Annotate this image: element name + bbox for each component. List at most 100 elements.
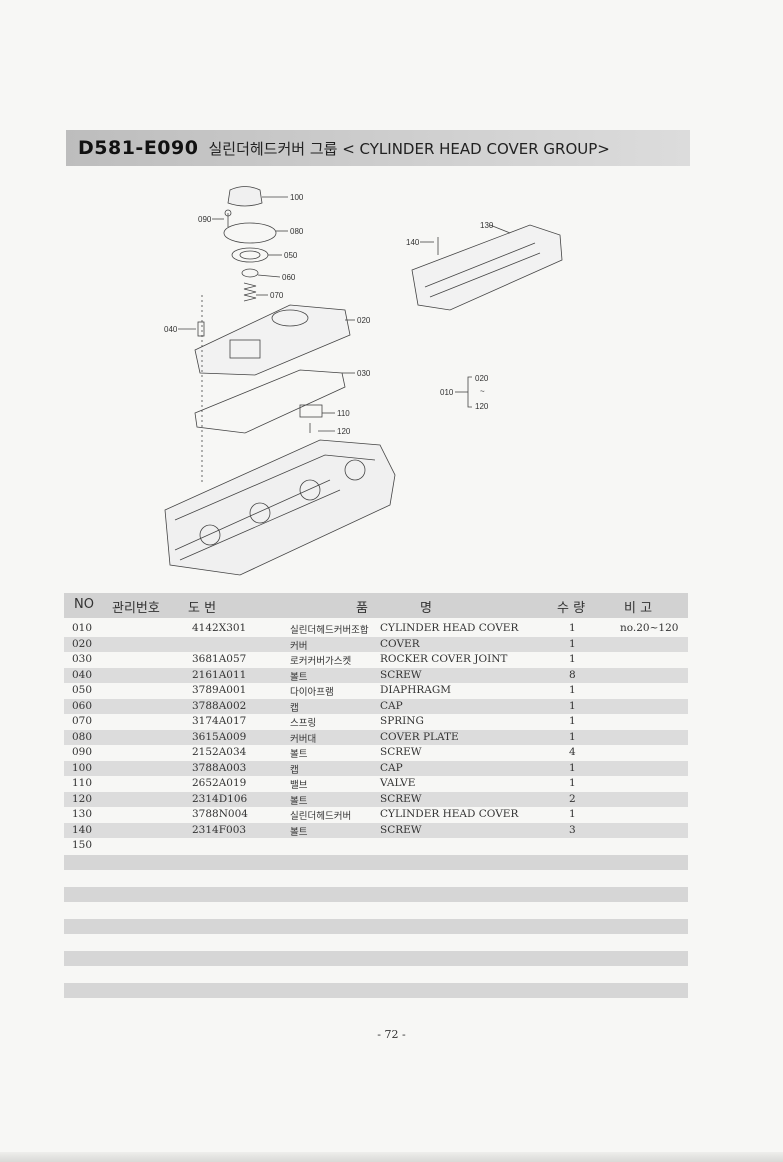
blank-row [64,855,688,870]
header-remarks: 비 고 [624,601,653,616]
row-name-kr: 볼트 [290,671,308,683]
callout-090: 090 [198,215,212,224]
blank-row [64,919,688,934]
row-no: 110 [72,777,93,789]
row-no: 140 [72,823,93,836]
row-name-kr: 밸브 [290,780,308,791]
row-name-en: ROCKER COVER JOINT [380,653,508,665]
blank-row [64,951,688,966]
row-qty: 1 [569,684,576,696]
row-qty: 1 [569,699,576,712]
row-part-no: 3681A057 [192,653,247,665]
row-name-kr: 볼트 [290,749,308,760]
row-name-kr: 볼트 [290,826,308,838]
header-drawing-no: 도 번 [188,601,217,616]
parts-diagram-svg: 100 090 080 050 060 070 040 020 030 110 … [164,186,563,576]
row-no: 030 [72,653,93,665]
row-name-en: DIAPHRAGM [380,684,451,696]
group-code: D581-E090 [78,137,199,159]
row-no: 050 [72,684,93,696]
table-row: 060 3788A002 캡 CAP 1 [64,698,688,714]
row-qty: 2 [569,792,576,805]
table-row: 150 [64,838,688,854]
row-qty: 1 [569,808,576,820]
section-title-bar: D581-E090 실린더헤드커버 그룹 < CYLINDER HEAD COV… [66,130,690,166]
callout-010: 010 [440,388,454,397]
row-part-no: 3615A009 [192,730,247,743]
row-qty: 1 [569,653,576,665]
row-name-en: SCREW [380,668,422,681]
row-no: 010 [72,622,93,634]
row-qty: 1 [569,637,576,650]
callout-070: 070 [270,291,284,300]
row-qty: 3 [569,823,576,836]
row-name-kr: 캡 [290,702,299,714]
row-name-en: CAP [380,699,403,712]
row-name-kr: 캡 [290,764,299,776]
row-no: 120 [72,792,93,805]
row-part-no: 2314D106 [192,792,248,805]
row-part-no: 3789A001 [192,684,247,696]
row-no: 130 [72,808,93,820]
row-name-en: CYLINDER HEAD COVER [380,622,519,634]
row-name-en: CAP [380,761,403,774]
row-qty: 1 [569,730,576,743]
row-no: 020 [72,637,93,650]
row-part-no: 2161A011 [192,668,247,681]
blank-row [64,887,688,902]
table-row: 050 3789A001 다이아프램 DIAPHRAGM 1 [64,683,688,699]
callout-120: 120 [337,427,351,436]
row-part-no: 2652A019 [192,777,247,789]
callout-080: 080 [290,227,304,236]
callout-140: 140 [406,238,420,247]
parts-table-header: NO 관리번호 도 번 품 명 수 량 비 고 [64,593,688,618]
blank-table-rows [64,855,688,1015]
row-part-no: 3788N004 [192,808,248,820]
page-number: - 72 - [377,1028,406,1041]
exploded-parts-diagram: 100 090 080 050 060 070 040 020 030 110 … [150,175,650,595]
row-qty: 8 [569,668,576,681]
row-name-en: SCREW [380,746,422,758]
callout-040: 040 [164,325,178,334]
row-name-kr: 실린더헤드커버 [290,811,352,822]
row-qty: 1 [569,761,576,774]
page-bottom-edge [0,1152,783,1162]
row-part-no: 3788A002 [192,699,247,712]
row-name-en: CYLINDER HEAD COVER [380,808,519,820]
row-qty: 1 [569,777,576,789]
header-qty: 수 량 [557,601,586,616]
callout-020: 020 [357,316,371,325]
row-name-en: COVER [380,637,420,650]
table-row: 030 3681A057 로커커버가스켓 ROCKER COVER JOINT 1 [64,652,688,668]
table-row: 130 3788N004 실린더헤드커버 CYLINDER HEAD COVER 1 [64,807,688,823]
callout-030: 030 [357,369,371,378]
row-no: 040 [72,668,93,681]
row-name-en: SPRING [380,715,424,727]
row-part-no: 3788A003 [192,761,247,774]
range-start-020: 020 [475,374,489,383]
row-name-kr: 스프링 [290,718,317,729]
row-name-kr: 볼트 [290,795,308,807]
row-name-kr: 로커커버가스켓 [290,656,352,667]
group-title: 실린더헤드커버 그룹 < CYLINDER HEAD COVER GROUP> [208,139,610,158]
header-name-b: 명 [420,601,432,616]
blank-row [64,983,688,998]
row-part-no: 2314F003 [192,823,247,836]
row-no: 060 [72,699,93,712]
row-no: 070 [72,715,93,727]
range-end-120: 120 [475,402,489,411]
row-name-kr: 다이아프램 [290,687,334,698]
row-name-kr: 실린더헤드커버조합 [290,625,369,636]
row-part-no: 3174A017 [192,715,247,727]
row-part-no: 4142X301 [192,622,247,634]
row-qty: 4 [569,746,576,758]
